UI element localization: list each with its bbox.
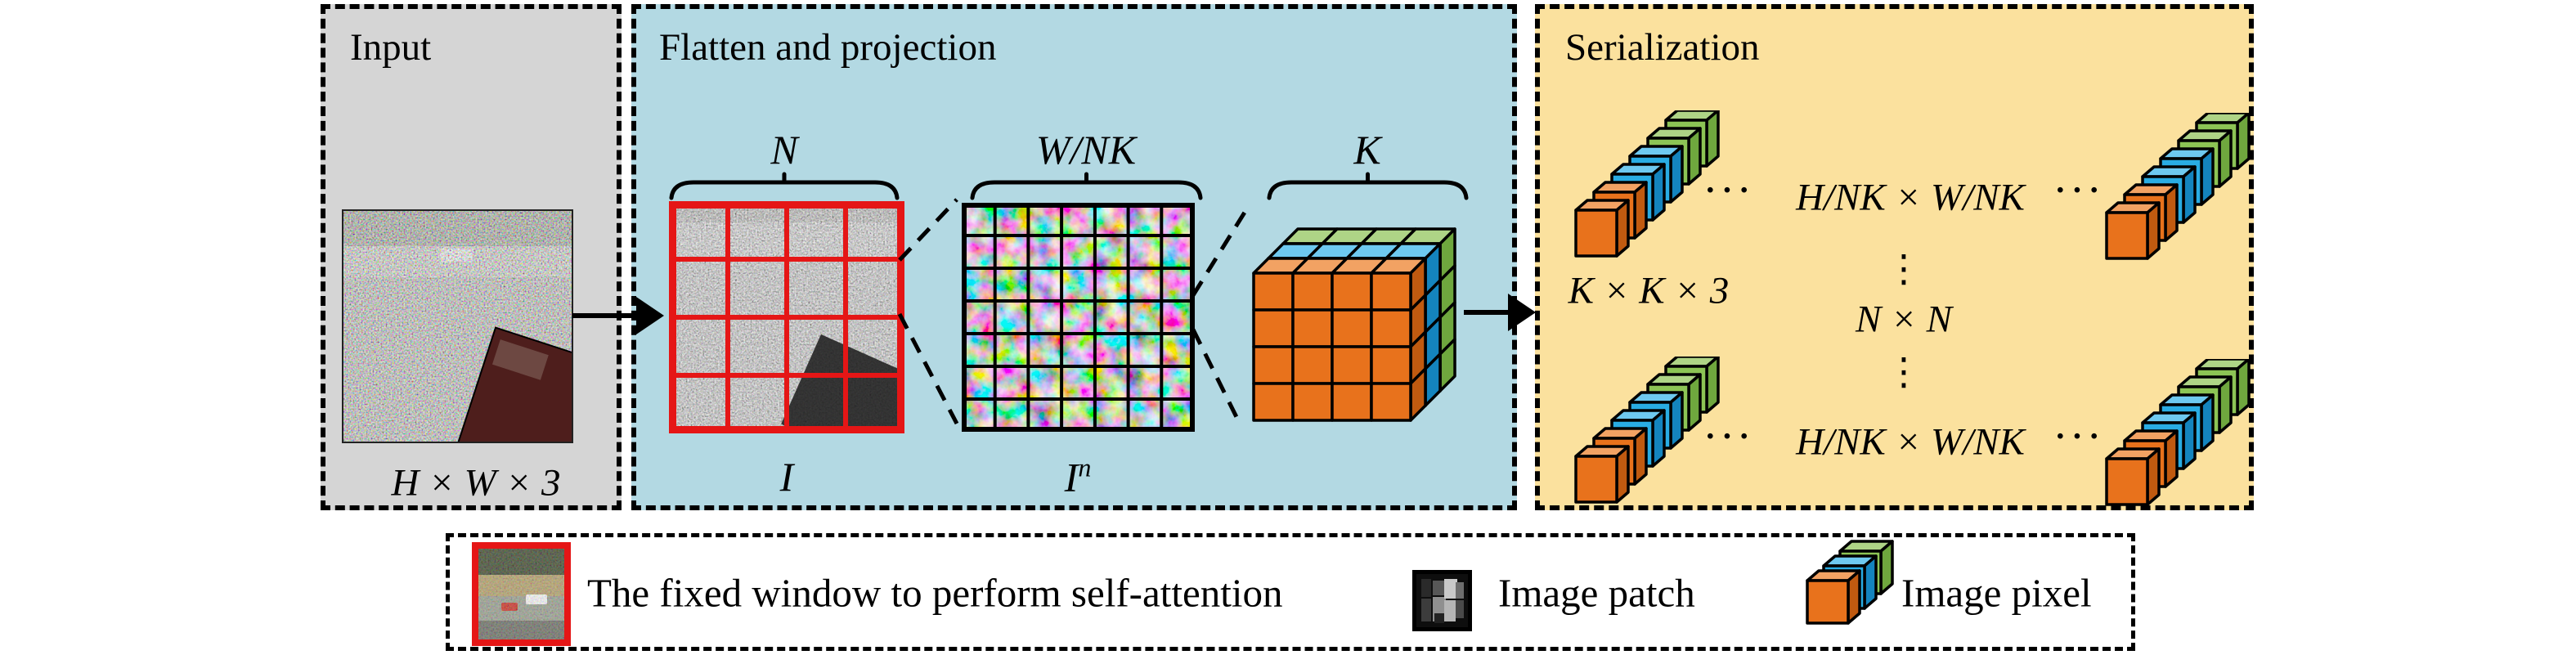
image-In-label: In (1065, 453, 1092, 501)
vertical-ellipsis-lower: ⋮ (1885, 349, 1923, 393)
serialization-panel-title: Serialization (1565, 26, 1760, 69)
pixel-sequence-bottom-right (2105, 359, 2251, 506)
serialization-panel: Serialization ··· H/NK × W/NK ··· K × K … (1535, 4, 2254, 510)
patch-grid-image-In (962, 203, 1195, 432)
windowed-image-I (669, 201, 904, 433)
legend-box: The fixed window to perform self-attenti… (446, 533, 2135, 651)
pixel-sequence-top-right (2105, 113, 2251, 260)
vertical-ellipsis-upper: ⋮ (1885, 246, 1923, 290)
legend-patch-label: Image patch (1498, 570, 1695, 616)
image-In-label-sup: n (1078, 452, 1092, 482)
blurred-patch-noise (962, 203, 1195, 432)
wnk-brace-label: W/NK (1035, 127, 1137, 173)
ellipsis-top-left: ··· (1703, 165, 1753, 216)
k-brace-label: K (1353, 127, 1381, 173)
truck-gray-shape (781, 334, 904, 433)
n-brace-label: N (770, 127, 798, 173)
wnk-brace (970, 172, 1203, 200)
n-brace (669, 172, 900, 200)
pixel-cube-stack (1252, 227, 1456, 422)
input-panel: Input (321, 4, 622, 510)
input-crowd-image (342, 209, 573, 443)
legend-patch-swatch (1412, 570, 1472, 631)
flatten-panel-title: Flatten and projection (659, 26, 997, 69)
pixel-block-dim-label: K × K × 3 (1568, 269, 1730, 312)
flatten-projection-panel: Flatten and projection N (631, 4, 1517, 510)
window-count-label: N × N (1856, 298, 1952, 341)
pixel-sequence-bottom-left (1574, 357, 1720, 504)
image-I-label: I (779, 454, 794, 500)
pixel-sequence-top-left (1574, 110, 1720, 258)
legend-pixel-label: Image pixel (1901, 570, 2092, 616)
ellipsis-top-right: ··· (2053, 165, 2103, 216)
ellipsis-bottom-right: ··· (2053, 411, 2103, 462)
row-bottom-label: H/NK × W/NK (1796, 420, 2025, 464)
image-In-label-base: I (1064, 454, 1079, 500)
legend-patch-image (1416, 574, 1468, 627)
input-dim-label: H × W × 3 (391, 461, 561, 505)
input-panel-title: Input (350, 26, 432, 69)
legend-window-image (478, 549, 564, 639)
black-patch-grid (962, 203, 1195, 432)
row-top-label: H/NK × W/NK (1796, 176, 2025, 219)
ellipsis-bottom-left: ··· (1703, 411, 1753, 462)
legend-window-label: The fixed window to perform self-attenti… (587, 570, 1283, 616)
legend-pixel-swatch (1806, 540, 1894, 625)
legend-window-swatch (472, 542, 571, 646)
k-brace (1267, 172, 1469, 200)
